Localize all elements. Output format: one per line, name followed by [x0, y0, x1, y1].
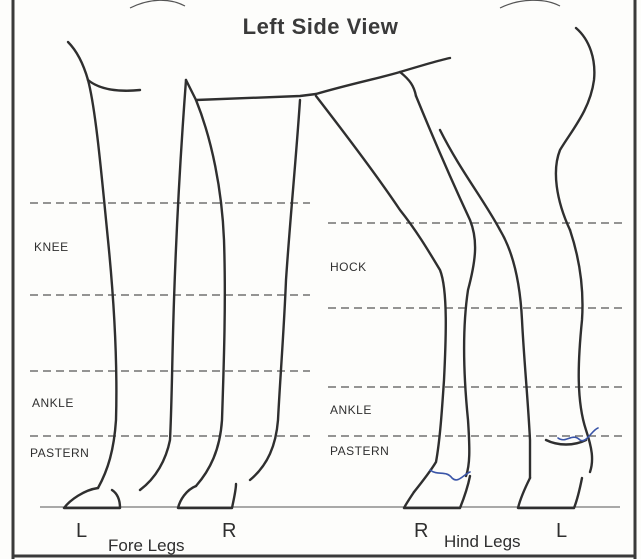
fore-legs-outline — [64, 42, 316, 508]
hind-ankle-label: ANKLE — [330, 403, 372, 417]
top-clip-marks — [130, 0, 560, 8]
hind-legs-caption: Hind Legs — [444, 532, 521, 552]
hind-right-code: R — [414, 520, 428, 543]
fore-legs-caption: Fore Legs — [108, 536, 185, 556]
guide-lines — [30, 203, 625, 436]
hind-hock-label: HOCK — [330, 260, 367, 274]
hind-left-code: L — [556, 520, 567, 543]
fore-knee-label: KNEE — [34, 240, 69, 254]
frame — [13, 0, 635, 559]
diagram-title: Left Side View — [0, 14, 641, 40]
fore-ankle-label: ANKLE — [32, 396, 74, 410]
hind-pastern-label: PASTERN — [330, 444, 389, 458]
fore-left-code: L — [76, 520, 87, 543]
fore-pastern-label: PASTERN — [30, 446, 89, 460]
fore-right-code: R — [222, 520, 236, 543]
